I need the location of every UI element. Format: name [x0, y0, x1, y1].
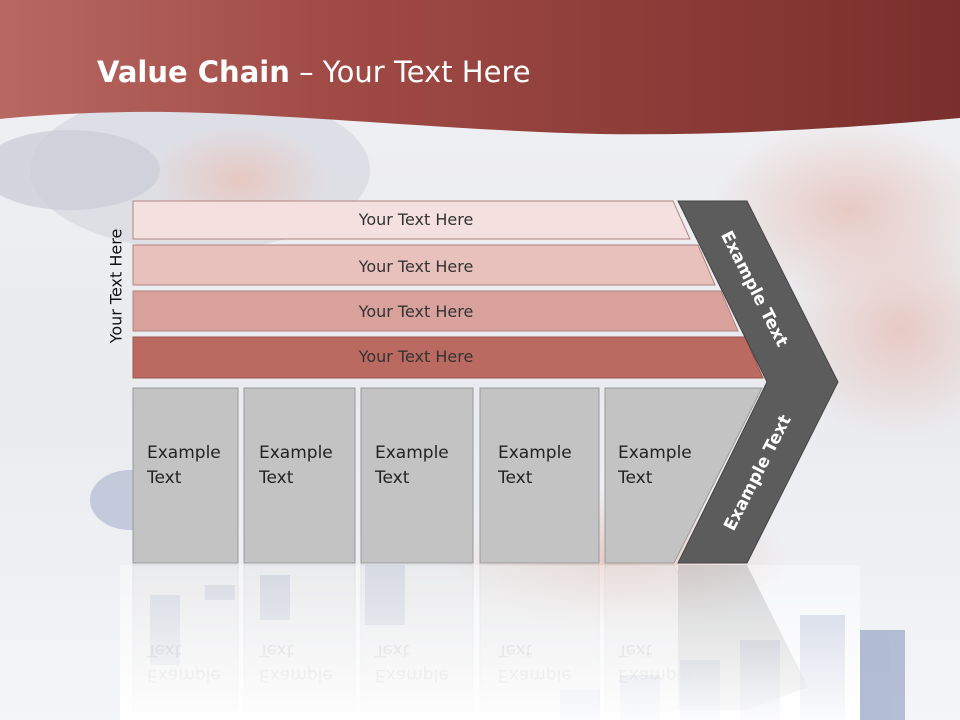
support-bar-label-2: Your Text Here — [358, 257, 474, 276]
support-bar-1 — [132, 200, 691, 240]
primary-box-5 — [604, 387, 763, 564]
support-bar-3 — [132, 290, 739, 332]
support-bar-2 — [132, 244, 716, 286]
support-bar-label-1: Your Text Here — [358, 210, 474, 229]
title-rest: – Your Text Here — [289, 55, 531, 89]
primary-box-2 — [243, 387, 356, 564]
support-bar-label-3: Your Text Here — [358, 302, 474, 321]
margin-chevron — [677, 200, 839, 564]
primary-box-3 — [360, 387, 474, 564]
primary-box-4 — [479, 387, 600, 564]
support-bar-4 — [132, 336, 764, 379]
reflection-fade — [120, 565, 860, 720]
title-bold: Value Chain — [97, 55, 290, 89]
page-title: Value Chain – Your Text Here — [97, 55, 531, 89]
primary-box-1 — [132, 387, 239, 564]
support-bar-label-4: Your Text Here — [358, 347, 474, 366]
